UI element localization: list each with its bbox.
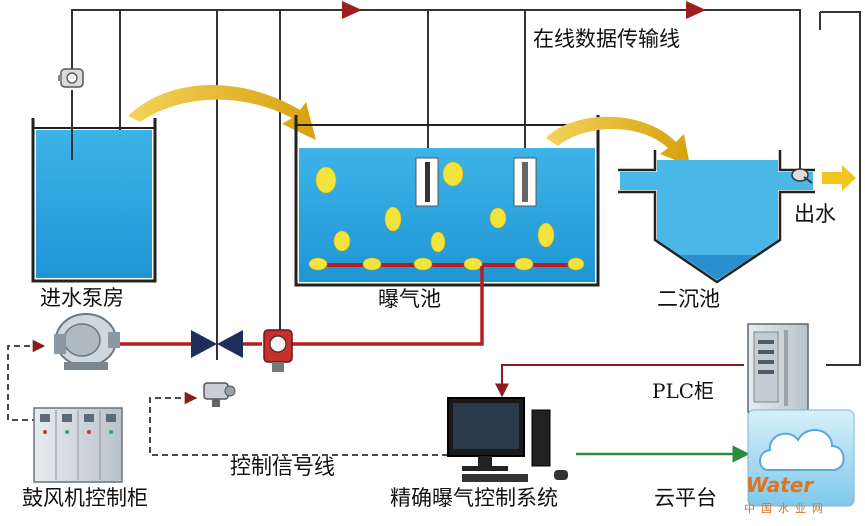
control-valve-icon bbox=[191, 330, 243, 358]
bubble bbox=[537, 222, 555, 248]
secondary-clarifier-label: 二沉池 bbox=[657, 287, 720, 311]
cloud-platform-label: 云平台 bbox=[654, 486, 717, 510]
aeration-tank-label: 曝气池 bbox=[378, 287, 441, 311]
effluent-sensor-icon bbox=[791, 168, 813, 184]
control-computer-icon bbox=[447, 397, 568, 482]
bubble bbox=[430, 231, 446, 253]
plc-cabinet-label: PLC柜 bbox=[652, 379, 714, 403]
blower-control-cabinet bbox=[33, 407, 123, 483]
air-supply-pipe bbox=[118, 266, 484, 346]
bubble bbox=[442, 161, 464, 187]
air-flow-meter-icon bbox=[263, 329, 293, 372]
watermark: Water 中国水业网 bbox=[744, 473, 829, 515]
bubble bbox=[463, 257, 483, 271]
effluent-arrow bbox=[822, 165, 856, 191]
bubble bbox=[315, 166, 337, 194]
flow-meter-icon bbox=[58, 68, 84, 88]
do-probe-2 bbox=[513, 157, 537, 207]
plc-cabinet bbox=[747, 323, 809, 413]
cloud-icon bbox=[759, 429, 845, 471]
control-signal-line-label: 控制信号线 bbox=[230, 455, 335, 479]
watermark-subtitle: 中国水业网 bbox=[744, 502, 829, 515]
secondary-clarifier bbox=[618, 150, 815, 284]
bubble bbox=[384, 206, 402, 232]
blower-control-cabinet-label: 鼓风机控制柜 bbox=[22, 486, 148, 510]
effluent-label: 出水 bbox=[794, 202, 836, 226]
bubble bbox=[514, 257, 534, 271]
aeration-bubbles bbox=[308, 161, 585, 271]
cloud-platform bbox=[747, 409, 855, 507]
bubble bbox=[413, 257, 433, 271]
flow-arrow-to-clarifier bbox=[546, 116, 690, 166]
electric-actuator-icon bbox=[203, 382, 236, 407]
intake-pump-house bbox=[31, 90, 157, 283]
plc-to-computer-line bbox=[495, 364, 744, 398]
bubble bbox=[567, 257, 585, 271]
flow-arrow-to-aeration bbox=[128, 85, 316, 140]
bubble bbox=[489, 207, 507, 229]
control-signal-lines bbox=[7, 339, 448, 456]
bubble bbox=[308, 257, 328, 271]
bubble bbox=[333, 230, 351, 252]
do-probe-1 bbox=[415, 157, 439, 207]
online-data-line bbox=[71, 9, 861, 366]
watermark-brand: Water bbox=[746, 473, 814, 497]
aeration-tank bbox=[294, 115, 600, 287]
data-flow-arrow-2 bbox=[686, 1, 706, 19]
precise-aeration-system-label: 精确曝气控制系统 bbox=[390, 486, 558, 510]
intake-pump-house-label: 进水泵房 bbox=[40, 286, 124, 310]
online-data-line-label: 在线数据传输线 bbox=[533, 27, 680, 51]
bubble bbox=[362, 257, 382, 271]
blower-icon bbox=[54, 313, 120, 370]
data-flow-arrow-1 bbox=[342, 1, 362, 19]
